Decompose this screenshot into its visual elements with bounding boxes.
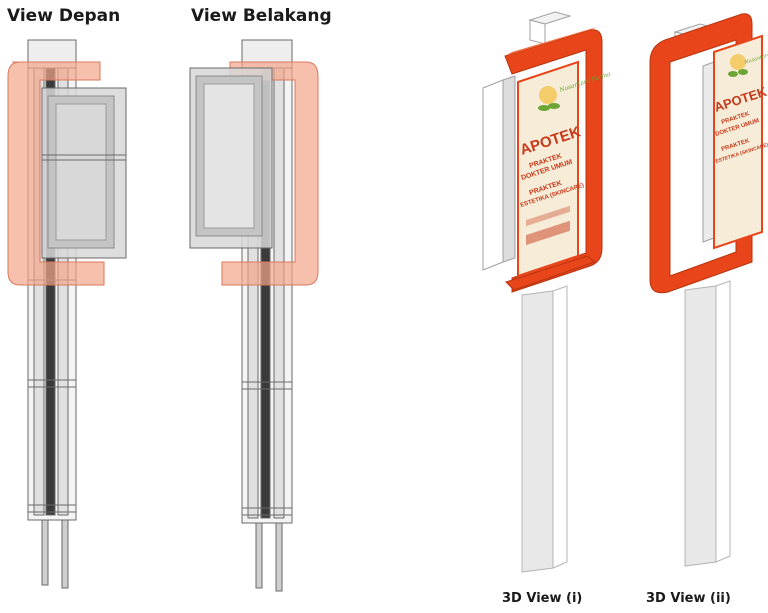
front-view-title: View Depan <box>7 6 121 26</box>
back-view-wireframe <box>189 39 319 592</box>
front-orange-frame <box>7 61 105 286</box>
3d-view-1: Nusantara Farma APOTEK PRAKTEK DOKTER UM… <box>482 11 612 573</box>
3d-view-1-sign-panel: Nusantara Farma APOTEK PRAKTEK DOKTER UM… <box>517 60 612 278</box>
3d-view-1-caption: 3D View (i) <box>502 591 583 606</box>
front-view-wireframe <box>7 39 127 589</box>
3d-view-2-sign-panel: Nusantara Farma APOTEK PRAKTEK DOKTER UM… <box>712 34 768 250</box>
front-rod-right <box>61 509 69 589</box>
3d-view-2: Nusantara Farma APOTEK PRAKTEK DOKTER UM… <box>649 13 768 567</box>
3d-view-2-caption: 3D View (ii) <box>646 591 731 606</box>
back-view-title: View Belakang <box>191 6 332 26</box>
front-rod-left <box>41 509 49 586</box>
